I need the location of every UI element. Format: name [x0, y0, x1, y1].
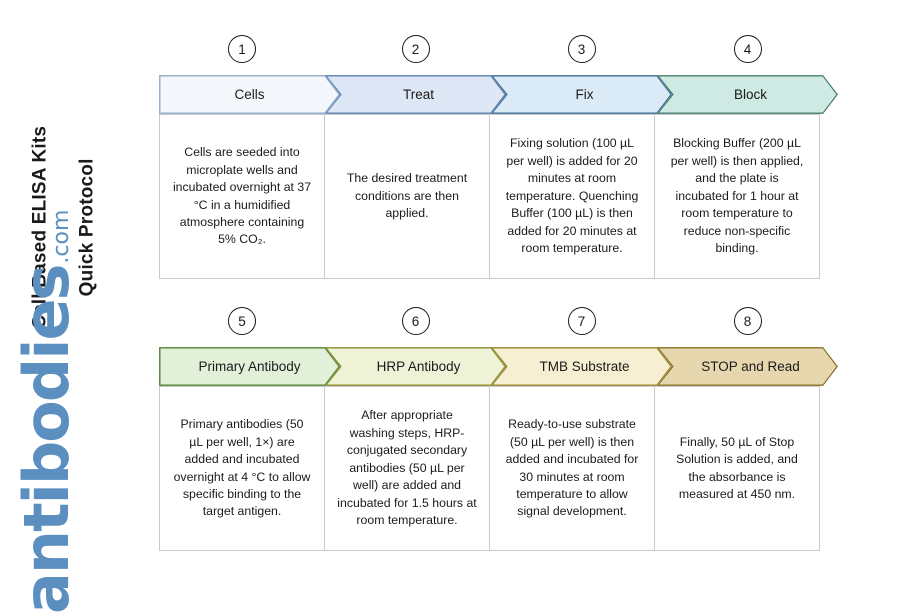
- step-chevron-2[interactable]: Treat: [325, 75, 506, 114]
- step-chevron-5[interactable]: Primary Antibody: [159, 347, 340, 386]
- step-description-8: Finally, 50 µL of Stop Solution is added…: [654, 386, 820, 551]
- step-description-text-6: After appropriate washing steps, HRP-con…: [337, 408, 477, 528]
- step-number-3: 3: [567, 35, 596, 63]
- step-description-text-8: Finally, 50 µL of Stop Solution is added…: [676, 434, 798, 501]
- step-number-6: 6: [401, 307, 430, 335]
- step-chevron-6[interactable]: HRP Antibody: [325, 347, 506, 386]
- description-band-bottom: Primary antibodies (50 µL per well, 1×) …: [159, 386, 840, 551]
- step-description-2: The desired treatment conditions are the…: [324, 114, 490, 279]
- step-description-text-1: Cells are seeded into microplate wells a…: [172, 145, 312, 247]
- antibodies-logo: antibodies .com: [10, 210, 83, 614]
- step-description-text-5: Primary antibodies (50 µL per well, 1×) …: [173, 417, 311, 519]
- description-band-top: Cells are seeded into microplate wells a…: [159, 114, 840, 279]
- step-chevron-1[interactable]: Cells: [159, 75, 340, 114]
- protocol-diagram-canvas: Cell Based ELISA Kits Quick Protocol ant…: [10, 35, 900, 614]
- step-chevron-4[interactable]: Block: [657, 75, 838, 114]
- step-label-2: Treat: [402, 87, 434, 102]
- step-description-1: Cells are seeded into microplate wells a…: [159, 114, 325, 279]
- step-number-8: 8: [733, 307, 762, 335]
- step-chevron-7[interactable]: TMB Substrate: [491, 347, 672, 386]
- step-number-7: 7: [567, 307, 596, 335]
- step-number-5: 5: [228, 307, 256, 335]
- step-description-4: Blocking Buffer (200 µL per well) is the…: [654, 114, 820, 279]
- step-chevron-3[interactable]: Fix: [491, 75, 672, 114]
- step-description-3: Fixing solution (100 µL per well) is add…: [489, 114, 655, 279]
- step-description-text-7: Ready-to-use substrate (50 µL per well) …: [505, 417, 639, 519]
- step-label-5: Primary Antibody: [198, 359, 301, 374]
- step-description-5: Primary antibodies (50 µL per well, 1×) …: [159, 386, 325, 551]
- step-description-text-2: The desired treatment conditions are the…: [346, 171, 468, 221]
- step-label-1: Cells: [234, 87, 265, 102]
- logo-wordmark: antibodies: [10, 265, 83, 614]
- step-number-4: 4: [733, 35, 762, 63]
- step-number-2: 2: [401, 35, 430, 63]
- step-description-text-4: Blocking Buffer (200 µL per well) is the…: [670, 136, 804, 256]
- step-number-1: 1: [228, 35, 256, 63]
- step-description-6: After appropriate washing steps, HRP-con…: [324, 386, 490, 551]
- logo-tld: .com: [49, 209, 74, 264]
- step-label-3: Fix: [575, 87, 594, 102]
- step-label-7: TMB Substrate: [539, 359, 630, 374]
- step-label-6: HRP Antibody: [376, 359, 461, 374]
- step-chevron-8[interactable]: STOP and Read: [657, 347, 838, 386]
- step-description-text-3: Fixing solution (100 µL per well) is add…: [505, 136, 639, 256]
- step-label-4: Block: [733, 87, 767, 102]
- step-description-7: Ready-to-use substrate (50 µL per well) …: [489, 386, 655, 551]
- step-label-8: STOP and Read: [701, 359, 800, 374]
